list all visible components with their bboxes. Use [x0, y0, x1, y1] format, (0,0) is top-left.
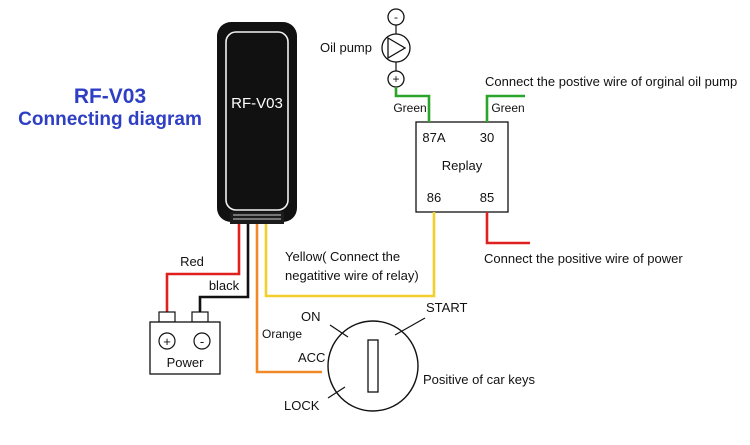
- orange-wire-label: Orange: [262, 327, 302, 341]
- ignition-on-label: ON: [301, 309, 321, 324]
- ignition-lock-label: LOCK: [284, 398, 320, 413]
- black-wire: [198, 224, 250, 312]
- red-wire-battery: [165, 224, 241, 312]
- relay: 87A 30 Replay 86 85: [415, 121, 509, 213]
- orange-wire: [255, 224, 322, 374]
- pump-triangle-icon: [387, 36, 407, 60]
- diagram-subtitle: Connecting diagram: [18, 109, 202, 130]
- battery-body: [149, 321, 221, 375]
- battery: + - Power: [149, 311, 221, 375]
- battery-plus-symbol: +: [163, 334, 171, 349]
- ignition-acc-label: ACC: [298, 350, 325, 365]
- green-wire-right: [485, 94, 525, 122]
- original-oil-pump-annotation: Connect the postive wire of orginal oil …: [485, 74, 737, 89]
- green-wire-right-label: Green: [491, 101, 524, 115]
- yellow-wire-label-line1: Yellow( Connect the: [285, 249, 400, 264]
- device-body: [217, 22, 297, 222]
- device-face: [225, 31, 289, 211]
- relay-pin-85: 85: [480, 190, 494, 205]
- rf-v03-device: RF-V03: [217, 22, 297, 224]
- oil-pump-label: Oil pump: [320, 40, 372, 55]
- device-label: RF-V03: [231, 95, 283, 112]
- key-slot: [367, 339, 379, 393]
- relay-name: Replay: [442, 158, 483, 173]
- device-connector: [230, 212, 284, 224]
- red-wire-label: Red: [180, 254, 204, 269]
- battery-label: Power: [167, 355, 205, 370]
- ignition-start-label: START: [426, 300, 467, 315]
- battery-minus-terminal: [191, 311, 209, 323]
- oil-pump: - + Oil pump: [320, 8, 411, 88]
- relay-pin-87a: 87A: [422, 130, 445, 145]
- green-wire-left: [394, 87, 431, 122]
- relay-box: [415, 121, 509, 213]
- power-positive-annotation: Connect the positive wire of power: [484, 251, 683, 266]
- lock-position-tick: [327, 386, 346, 399]
- yellow-wire: [264, 212, 436, 298]
- ignition-caption: Positive of car keys: [423, 372, 535, 387]
- oil-pump-plus-symbol: +: [392, 72, 399, 86]
- relay-pin-30: 30: [480, 130, 494, 145]
- oil-pump-minus-symbol: -: [394, 10, 398, 24]
- relay-pin-86: 86: [427, 190, 441, 205]
- start-position-tick: [394, 317, 426, 336]
- battery-plus-terminal: [158, 311, 176, 323]
- green-wire-left-label: Green: [393, 101, 426, 115]
- red-wire-relay-85: [485, 212, 530, 245]
- ignition-switch: ON ACC LOCK START Positive of car keys: [284, 300, 535, 413]
- yellow-wire-label-line2: negatitive wire of relay): [285, 268, 419, 283]
- on-position-tick: [329, 324, 349, 338]
- black-wire-label: black: [209, 278, 240, 293]
- diagram-title: RF-V03: [74, 85, 146, 108]
- battery-minus-symbol: -: [200, 334, 204, 349]
